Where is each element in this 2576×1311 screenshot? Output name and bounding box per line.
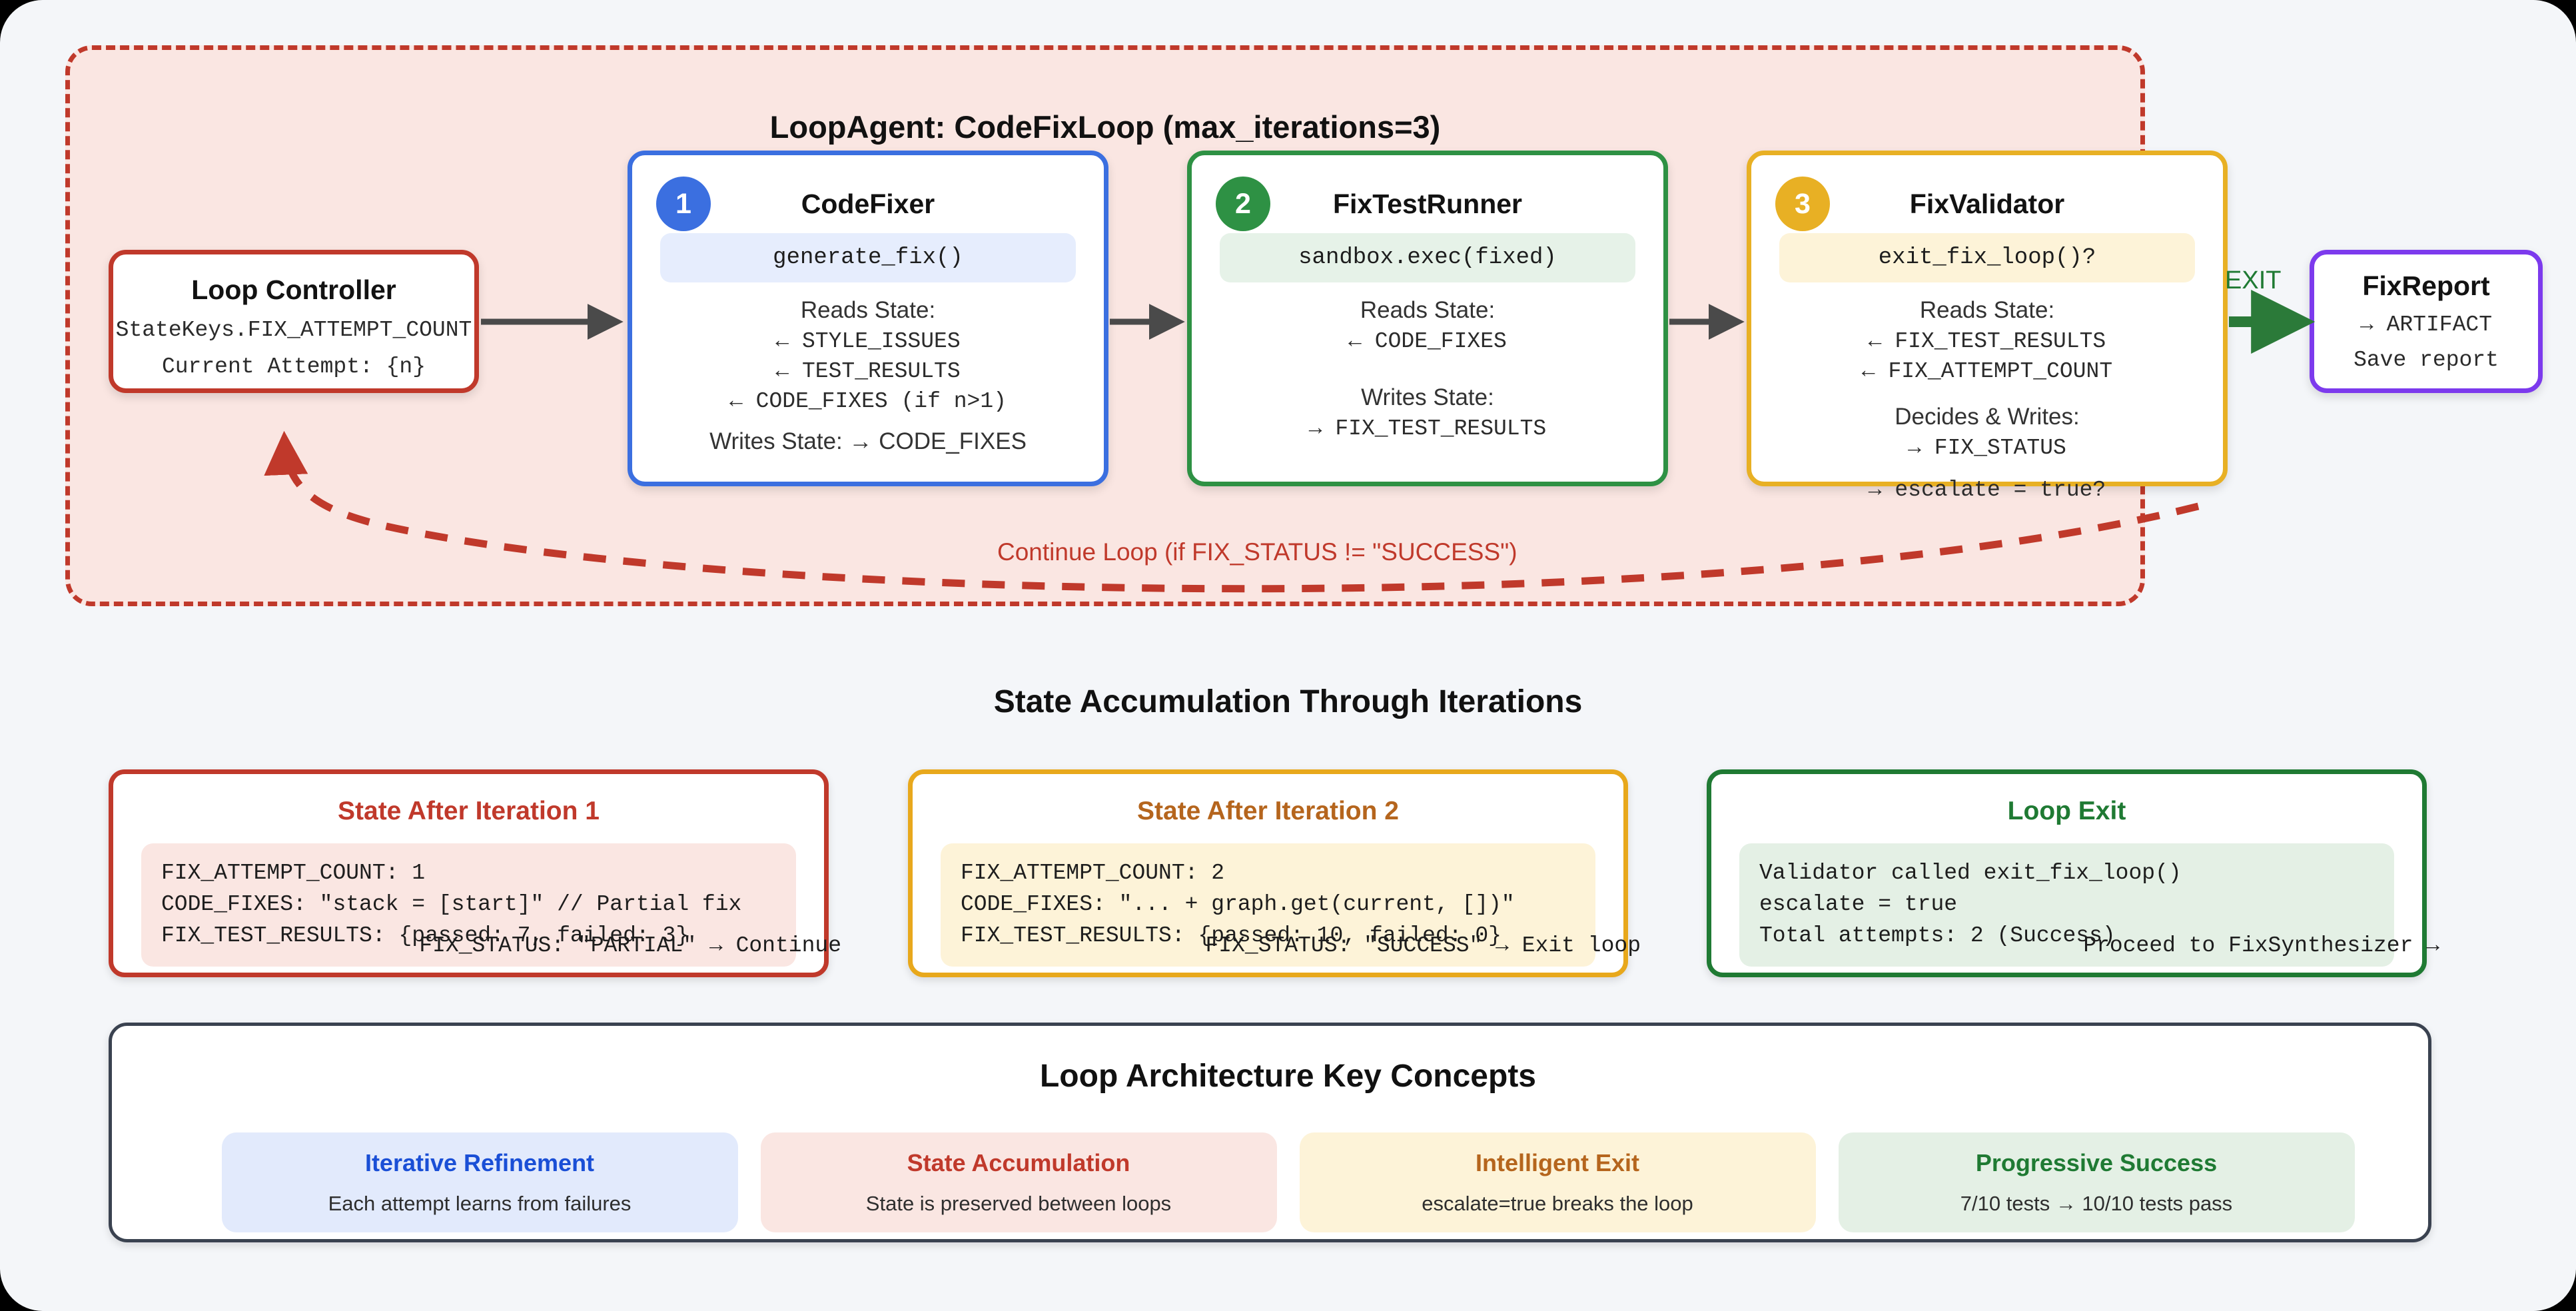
reads-state-label-3: Reads State: [1919, 297, 2055, 323]
state-card-footer-3: Proceed to FixSynthesizer → [2083, 933, 2439, 958]
reads-item-2-0: ← CODE_FIXES [1348, 329, 1507, 354]
state-line: Total attempts: 2 (Success) [1759, 923, 2116, 948]
loop-controller-node[interactable]: Loop Controller StateKeys.FIX_ATTEMPT_CO… [109, 250, 479, 393]
reads-item-1-2: ← CODE_FIXES (if n>1) [729, 389, 1007, 414]
state-section-heading: State Accumulation Through Iterations [993, 684, 1583, 719]
concept-subtitle: 7/10 tests → 10/10 tests pass [1960, 1192, 2233, 1215]
state-card-title-2: State After Iteration 2 [1137, 797, 1399, 825]
stage-call-fixtestrunner: sandbox.exec(fixed) [1220, 233, 1635, 282]
loop-controller-statekey: StateKeys.FIX_ATTEMPT_COUNT [115, 318, 472, 342]
stage-call-codefixer: generate_fix() [660, 233, 1076, 282]
state-card-title-3: Loop Exit [2007, 797, 2126, 825]
state-line: CODE_FIXES: "... + graph.get(current, []… [961, 891, 1515, 917]
state-card-loop-exit[interactable]: Loop Exit Validator called exit_fix_loop… [1707, 769, 2439, 977]
state-line: escalate = true [1759, 891, 1958, 917]
state-line: CODE_FIXES: "stack = [start]" // Partial… [161, 891, 742, 917]
reads-item-3-1: ← FIX_ATTEMPT_COUNT [1861, 359, 2113, 384]
concept-card-state-accumulation[interactable]: State Accumulation State is preserved be… [760, 1132, 1277, 1232]
escalate-overflow-text: → escalate = true? [1868, 478, 2106, 502]
writes-item-2-0: → FIX_TEST_RESULTS [1308, 416, 1547, 441]
stage-badge-3: 3 [1775, 177, 1830, 231]
concept-subtitle: escalate=true breaks the loop [1422, 1192, 1693, 1215]
continue-loop-label: Continue Loop (if FIX_STATUS != "SUCCESS… [997, 538, 1517, 566]
writes-state-label-1: Writes State: → CODE_FIXES [709, 428, 1027, 454]
state-card-title-1: State After Iteration 1 [338, 797, 600, 825]
stage-node-fixvalidator[interactable]: 3 FixValidator exit_fix_loop()? Reads St… [1747, 151, 2228, 502]
state-card-footer-2: FIX_STATUS: "SUCCESS" → Exit loop [1205, 933, 1641, 958]
reads-state-label-2: Reads State: [1360, 297, 1496, 323]
concept-title: Intelligent Exit [1475, 1149, 1640, 1176]
loop-controller-title: Loop Controller [191, 274, 396, 305]
concept-title: State Accumulation [907, 1149, 1130, 1176]
state-card-footer-1: FIX_STATUS: "PARTIAL" → Continue [419, 933, 841, 958]
state-card-body-2: FIX_ATTEMPT_COUNT: 2 CODE_FIXES: "... + … [941, 843, 1595, 967]
exit-label: EXIT [2225, 266, 2282, 294]
stage-title-fixtestrunner: FixTestRunner [1333, 189, 1522, 219]
fixreport-title: FixReport [2362, 270, 2490, 301]
concept-title: Iterative Refinement [364, 1149, 595, 1176]
reads-item-1-1: ← TEST_RESULTS [775, 359, 961, 384]
fixreport-artifact: → ARTIFACT [2360, 312, 2493, 337]
key-concepts-row: Iterative Refinement Each attempt learns… [0, 1132, 2576, 1232]
stage-title-fixvalidator: FixValidator [1909, 189, 2065, 219]
stage-node-codefixer[interactable]: 1 CodeFixer generate_fix() Reads State: … [628, 151, 1108, 486]
concept-card-progressive-success[interactable]: Progressive Success 7/10 tests → 10/10 t… [1838, 1132, 2355, 1232]
writes-state-label-2: Writes State: [1361, 384, 1494, 410]
writes-item-3-0: → FIX_STATUS [1908, 436, 2066, 460]
loop-agent-title: LoopAgent: CodeFixLoop (max_iterations=3… [769, 109, 1441, 145]
stage-title-codefixer: CodeFixer [801, 189, 935, 219]
stage-badge-2: 2 [1216, 177, 1270, 231]
stage-call-fixvalidator: exit_fix_loop()? [1779, 233, 2195, 282]
fixreport-node[interactable]: FixReport → ARTIFACT Save report [2310, 250, 2543, 393]
state-line: Validator called exit_fix_loop() [1759, 861, 2182, 885]
concept-subtitle: State is preserved between loops [865, 1192, 1172, 1215]
state-card-body-3: Validator called exit_fix_loop() escalat… [1739, 843, 2394, 967]
key-concepts-heading: Loop Architecture Key Concepts [1039, 1059, 1536, 1094]
loop-controller-attempt: Current Attempt: {n} [161, 354, 426, 379]
reads-item-1-0: ← STYLE_ISSUES [775, 329, 961, 354]
state-line: FIX_ATTEMPT_COUNT: 1 [161, 861, 426, 885]
concept-card-intelligent-exit[interactable]: Intelligent Exit escalate=true breaks th… [1299, 1132, 1816, 1232]
stage-node-fixtestrunner[interactable]: 2 FixTestRunner sandbox.exec(fixed) Read… [1187, 151, 1668, 486]
state-card-body-1: FIX_ATTEMPT_COUNT: 1 CODE_FIXES: "stack … [141, 843, 796, 967]
concept-title: Progressive Success [1975, 1149, 2218, 1176]
state-line: FIX_TEST_RESULTS: {passed: 7, failed: 3} [161, 923, 689, 948]
decides-writes-label-3: Decides & Writes: [1895, 404, 2080, 430]
fixreport-save: Save report [2354, 348, 2499, 372]
reads-item-3-0: ← FIX_TEST_RESULTS [1868, 329, 2106, 354]
state-card-iteration-1[interactable]: State After Iteration 1 FIX_ATTEMPT_COUN… [109, 769, 841, 977]
state-line: FIX_ATTEMPT_COUNT: 2 [961, 861, 1225, 885]
reads-state-label-1: Reads State: [800, 297, 936, 323]
state-line: FIX_TEST_RESULTS: {passed: 10, failed: 0… [961, 923, 1502, 948]
stage-badge-1: 1 [656, 177, 711, 231]
concept-card-iterative-refinement[interactable]: Iterative Refinement Each attempt learns… [221, 1132, 738, 1232]
state-card-iteration-2[interactable]: State After Iteration 2 FIX_ATTEMPT_COUN… [908, 769, 1641, 977]
concept-subtitle: Each attempt learns from failures [328, 1192, 632, 1215]
